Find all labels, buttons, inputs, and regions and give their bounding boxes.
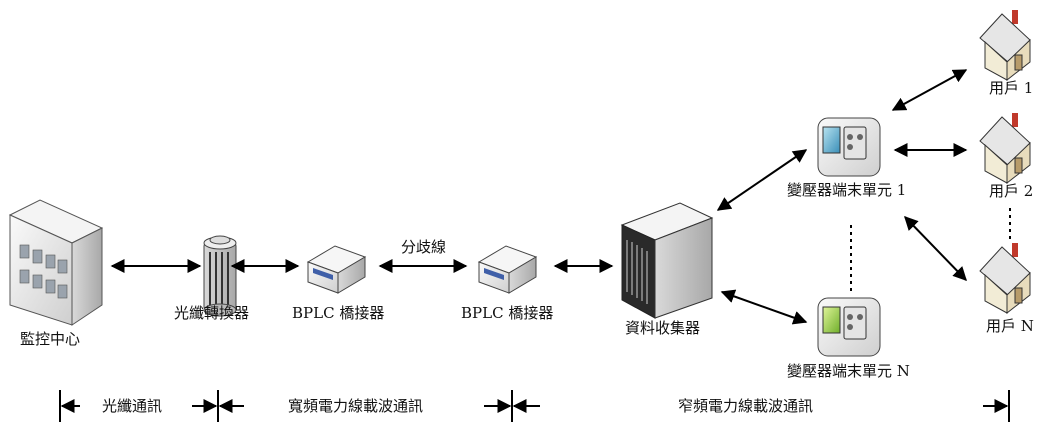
transformer-terminal-n-label: 變壓器端末單元 N [787,362,910,380]
house-user-1-icon [979,10,1031,82]
bplc-bridge-1-label: BPLC 橋接器 [292,304,385,322]
bplc-bridge-2-icon [477,245,538,294]
fiber-converter-icon [203,235,237,317]
segment-narrowband-plc-label: 窄頻電力線載波通訊 [678,397,814,415]
branch-line-label: 分歧線 [401,238,447,256]
data-collector-label: 資料收集器 [625,319,701,337]
arrow-terminal1-usern [904,215,967,282]
arrow-terminal1-user1 [891,69,968,111]
segment-broadband-plc-label: 寬頻電力線載波通訊 [288,397,424,415]
fiber-converter-label: 光纖轉換器 [174,304,250,322]
monitor-center-building-icon [8,199,104,326]
segment-fiber-label: 光纖通訊 [102,397,163,415]
data-collector-icon [620,202,714,319]
arrow-collector-terminaln [720,289,808,325]
bplc-bridge-1-icon [306,245,367,294]
transformer-terminal-1-icon [817,117,881,177]
connection-arrows [110,69,968,325]
user-1-label: 用戶 1 [989,79,1034,97]
transformer-terminal-1-label: 變壓器端末單元 1 [787,181,907,199]
monitor-center-label: 監控中心 [20,330,81,348]
house-user-n-icon [979,243,1031,315]
transformer-terminal-n-icon [817,297,881,357]
arrow-collector-terminal1 [716,149,808,211]
user-n-label: 用戶 N [986,317,1034,335]
segment-bar [59,390,1010,422]
user-2-label: 用戶 2 [989,182,1034,200]
ellipsis-dotted-lines [850,208,1011,292]
bplc-bridge-2-label: BPLC 橋接器 [461,304,554,322]
house-user-2-icon [979,113,1031,185]
